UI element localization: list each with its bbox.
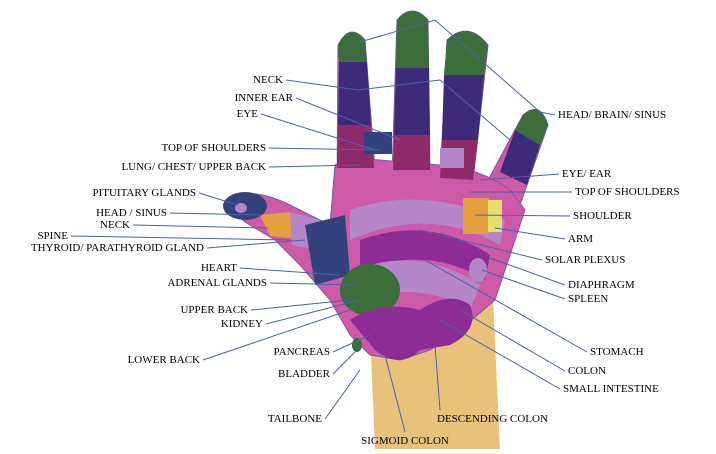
- leader-pancreas: [332, 334, 371, 353]
- leader-adrenal: [269, 282, 356, 286]
- little-mid: [500, 130, 540, 185]
- label-adrenal: ADRENAL GLANDS: [167, 277, 267, 289]
- leader-solar-plexus: [419, 229, 543, 261]
- leader-eye: [260, 113, 376, 151]
- pituitary-zone: [235, 203, 247, 213]
- label-inner-ear: INNER EAR: [235, 92, 294, 104]
- index-tip: [338, 32, 367, 62]
- leader-tailbone: [324, 369, 361, 420]
- middle-base: [393, 135, 430, 170]
- label-thyroid: THYROID/ PARATHYROID GLAND: [31, 242, 204, 254]
- shoulder-zone: [463, 198, 489, 234]
- ring-mid: [442, 75, 484, 140]
- bladder-zone: [352, 338, 362, 352]
- leader-spine: [70, 235, 291, 241]
- label-shoulder: SHOULDER: [573, 210, 632, 222]
- index-mid: [338, 62, 371, 125]
- label-spine: SPINE: [37, 230, 68, 242]
- leader-arm: [494, 227, 566, 240]
- label-stomach: STOMACH: [590, 346, 644, 358]
- leader-sigmoid: [384, 354, 406, 433]
- leader-diaphragm: [489, 257, 566, 286]
- label-head-sinus: HEAD / SINUS: [96, 207, 167, 219]
- leader-shoulder: [474, 214, 571, 217]
- leader-neck-thumb: [132, 224, 269, 229]
- label-pancreas: PANCREAS: [274, 346, 330, 358]
- zone-labels: NECK INNER EAR EYE TOP OF SHOULDERS LUNG/ CH…: [31, 74, 680, 447]
- label-tailbone: TAILBONE: [268, 413, 322, 425]
- heart-zone: [305, 215, 350, 285]
- middle-tip: [396, 11, 429, 68]
- label-top-shoulders-left: TOP OF SHOULDERS: [161, 142, 266, 154]
- leader-small-intestine: [439, 319, 561, 390]
- label-sigmoid: SIGMOID COLON: [361, 435, 449, 447]
- spleen-zone: [469, 258, 487, 282]
- label-lung: LUNG/ CHEST/ UPPER BACK: [121, 161, 266, 173]
- leader-lung: [268, 164, 361, 168]
- leader-lines: [70, 19, 588, 433]
- label-top-shoulders-right: TOP OF SHOULDERS: [575, 186, 680, 198]
- label-bladder: BLADDER: [278, 368, 331, 380]
- leader-neck-top: [285, 79, 511, 141]
- label-upper-back: UPPER BACK: [180, 304, 248, 316]
- label-descending: DESCENDING COLON: [437, 413, 548, 425]
- leader-top-shoulders-left: [268, 147, 381, 151]
- label-head-brain: HEAD/ BRAIN/ SINUS: [558, 109, 666, 121]
- leader-head-sinus: [169, 212, 263, 216]
- leader-eye-ear: [479, 173, 560, 181]
- solar-plexus-zone: [360, 230, 490, 280]
- eye-zone: [440, 148, 464, 168]
- leader-lower-back: [202, 309, 351, 361]
- label-eye-ear: EYE/ EAR: [562, 168, 612, 180]
- leader-upper-back: [250, 299, 351, 311]
- label-arm: ARM: [568, 233, 593, 245]
- ring-tip: [444, 31, 488, 75]
- label-neck-top: NECK: [253, 74, 283, 86]
- label-pituitary: PITUITARY GLANDS: [92, 187, 196, 199]
- colon-zone: [350, 298, 473, 360]
- label-spleen: SPLEEN: [568, 293, 608, 305]
- leader-spleen: [481, 269, 566, 300]
- leader-kidney: [265, 299, 361, 325]
- label-eye: EYE: [237, 108, 259, 120]
- leader-colon: [459, 309, 566, 372]
- label-kidney: KIDNEY: [221, 318, 263, 330]
- middle-mid: [394, 68, 430, 135]
- leader-bladder: [332, 349, 358, 375]
- kidney-zone: [340, 264, 400, 316]
- leader-heart: [239, 267, 341, 276]
- label-lower-back: LOWER BACK: [128, 354, 200, 366]
- label-heart: HEART: [201, 262, 237, 274]
- label-neck-thumb: NECK: [100, 219, 130, 231]
- label-small-intestine: SMALL INTESTINE: [563, 383, 659, 395]
- arm-zone: [488, 200, 502, 232]
- label-colon: COLON: [568, 365, 606, 377]
- leader-thyroid: [206, 239, 306, 249]
- neck-thumb-zone: [260, 212, 292, 238]
- leader-stomach: [424, 259, 588, 353]
- label-diaphragm: DIAPHRAGM: [568, 279, 635, 291]
- leader-pituitary: [198, 192, 239, 206]
- leader-descending: [434, 344, 441, 411]
- label-solar-plexus: SOLAR PLEXUS: [545, 254, 625, 266]
- leader-head-brain: [359, 19, 556, 116]
- little-tip: [515, 109, 548, 145]
- leader-inner-ear: [295, 97, 401, 141]
